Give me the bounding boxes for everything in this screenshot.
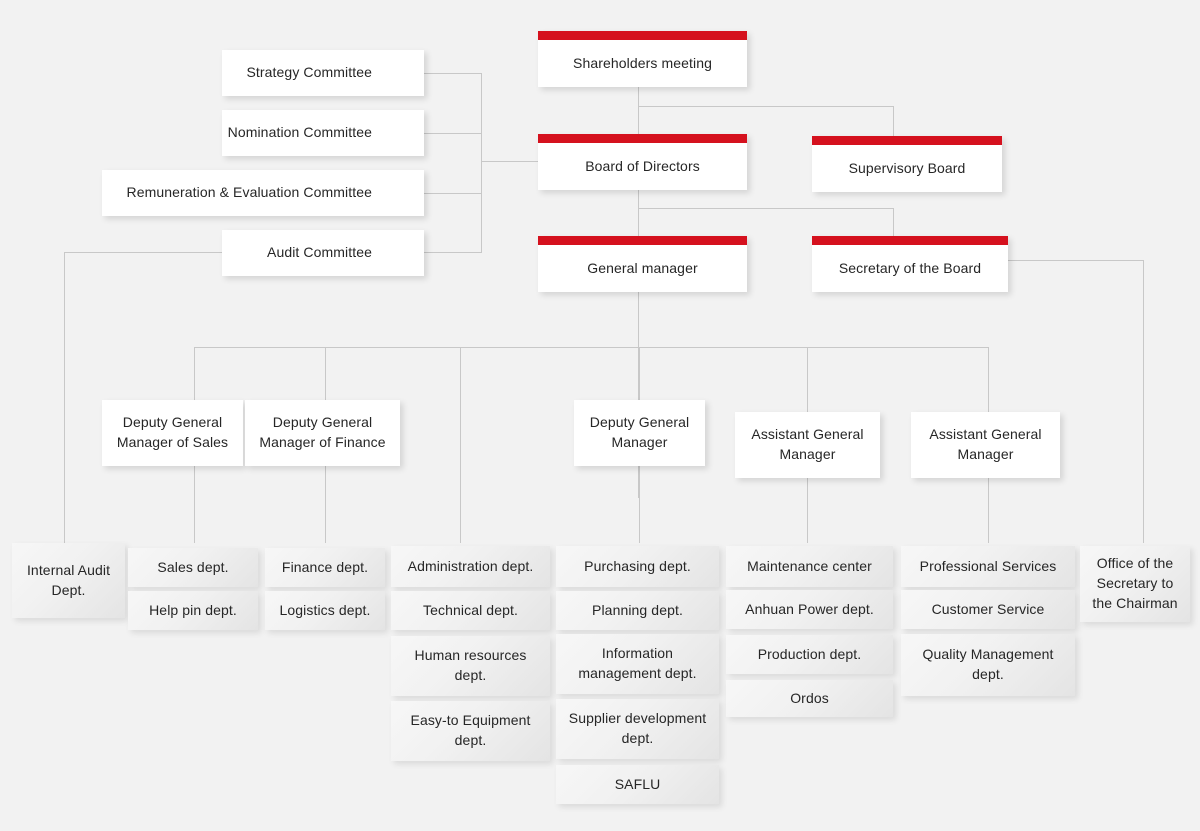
connector-manager-drop-5 [807,347,808,412]
node-general-manager[interactable]: General manager [538,236,747,292]
node-shareholders-meeting[interactable]: Shareholders meeting [538,31,747,87]
node-dept-saflu[interactable]: SAFLU [556,765,719,804]
node-dept-maintenance-center[interactable]: Maintenance center [726,546,893,587]
node-label: Assistant General Manager [929,426,1042,462]
connector-committee-stub-1 [424,73,482,74]
connector-chairman-branch-h [1007,260,1144,261]
node-strategy-committee[interactable]: Strategy Committee [222,50,424,96]
node-label: Purchasing dept. [584,557,691,574]
node-label: Deputy General Manager of Finance [259,414,386,450]
connector-chairman-branch-v [1143,260,1144,543]
node-dept-planning[interactable]: Planning dept. [556,591,719,630]
node-assistant-general-manager-2[interactable]: Assistant General Manager [911,412,1060,478]
connector-audit-branch-v [64,252,65,543]
node-dept-information-management[interactable]: Information management dept. [556,634,719,694]
node-label: Deputy General Manager of Sales [116,414,229,450]
connector-dept-drop-purchasing [639,466,640,543]
node-label: Logistics dept. [279,601,371,618]
node-label: Board of Directors [585,157,700,174]
node-label: Deputy General Manager [589,414,690,450]
connector-to-supervisory-v [893,106,894,141]
connector-dept-drop-finance [325,466,326,543]
node-dept-anhuan-power[interactable]: Anhuan Power dept. [726,590,893,629]
connector-manager-drop-1 [194,347,195,400]
connector-committee-stub-2 [424,133,482,134]
node-label: Strategy Committee [246,64,372,81]
connector-manager-drop-3 [460,347,461,543]
node-label: Audit Committee [267,244,372,261]
node-label: Production dept. [757,645,862,662]
node-label: Secretary of the Board [838,259,982,276]
node-label: Information management dept. [578,645,697,681]
connector-dept-drop-maintenance [807,478,808,543]
connector-committee-bus [481,73,482,253]
node-label: Supplier development dept. [568,710,707,746]
node-dept-sales[interactable]: Sales dept. [128,548,258,587]
node-label: Easy-to Equipment dept. [410,712,531,748]
node-label: General manager [587,259,698,276]
node-label: Office of the Secretary to the Chairman [1092,555,1178,611]
node-audit-committee[interactable]: Audit Committee [222,230,424,276]
connector-to-secretary-v [893,208,894,242]
node-supervisory-board[interactable]: Supervisory Board [812,136,1002,192]
node-label: SAFLU [614,775,661,792]
node-dept-office-of-secretary-to-chairman[interactable]: Office of the Secretary to the Chairman [1080,546,1190,622]
node-label: Anhuan Power dept. [745,600,874,617]
connector-to-supervisory-h [638,106,894,107]
node-dept-professional-services[interactable]: Professional Services [901,546,1075,587]
node-label: Help pin dept. [149,601,237,618]
node-label: Technical dept. [423,601,518,618]
node-dept-easy-to-equipment[interactable]: Easy-to Equipment dept. [391,701,550,761]
node-label: Sales dept. [157,558,229,575]
node-dept-ordos[interactable]: Ordos [726,680,893,717]
connector-manager-drop-2 [325,347,326,400]
node-dept-purchasing[interactable]: Purchasing dept. [556,546,719,587]
node-dept-customer-service[interactable]: Customer Service [901,590,1075,629]
node-assistant-general-manager-1[interactable]: Assistant General Manager [735,412,880,478]
node-label: Maintenance center [747,557,872,574]
node-label: Remuneration & Evaluation Committee [126,184,372,201]
connector-committee-stub-4 [424,252,482,253]
node-label: Quality Management dept. [922,646,1054,682]
connector-manager-drop-6 [988,347,989,412]
connector-dept-drop-services [988,478,989,543]
node-label: Shareholders meeting [573,54,712,71]
node-label: Planning dept. [592,601,683,618]
node-dept-production[interactable]: Production dept. [726,635,893,674]
node-label: Assistant General Manager [751,426,864,462]
node-label: Ordos [790,689,829,706]
node-dept-help-pin[interactable]: Help pin dept. [128,591,258,630]
node-deputy-general-manager-of-finance[interactable]: Deputy General Manager of Finance [245,400,400,466]
node-dept-quality-management[interactable]: Quality Management dept. [901,634,1075,696]
node-label: Nomination Committee [227,124,372,141]
node-label: Supervisory Board [848,159,966,176]
node-label: Finance dept. [281,558,369,575]
connector-committee-to-board [481,161,541,162]
connector-manager-bus [194,347,989,348]
connector-committee-stub-3 [424,193,482,194]
node-nomination-committee[interactable]: Nomination Committee [222,110,424,156]
node-label: Customer Service [931,600,1045,617]
node-dept-finance[interactable]: Finance dept. [265,548,385,587]
node-board-of-directors[interactable]: Board of Directors [538,134,747,190]
node-remuneration-evaluation-committee[interactable]: Remuneration & Evaluation Committee [102,170,424,216]
connector-manager-drop-4 [639,347,640,400]
node-deputy-general-manager[interactable]: Deputy General Manager [574,400,705,466]
node-label: Administration dept. [407,557,534,574]
connector-to-secretary-h [638,208,894,209]
node-dept-human-resources[interactable]: Human resources dept. [391,636,550,696]
node-dept-supplier-development[interactable]: Supplier development dept. [556,699,719,759]
node-deputy-general-manager-of-sales[interactable]: Deputy General Manager of Sales [102,400,243,466]
node-dept-administration[interactable]: Administration dept. [391,546,550,587]
node-label: Internal Audit Dept. [26,561,111,598]
node-dept-technical[interactable]: Technical dept. [391,591,550,630]
node-label: Human resources dept. [414,647,527,683]
node-dept-internal-audit[interactable]: Internal Audit Dept. [12,543,125,618]
node-dept-logistics[interactable]: Logistics dept. [265,591,385,630]
node-secretary-of-the-board[interactable]: Secretary of the Board [812,236,1008,292]
node-label: Professional Services [919,557,1057,574]
connector-dept-drop-sales [194,466,195,543]
